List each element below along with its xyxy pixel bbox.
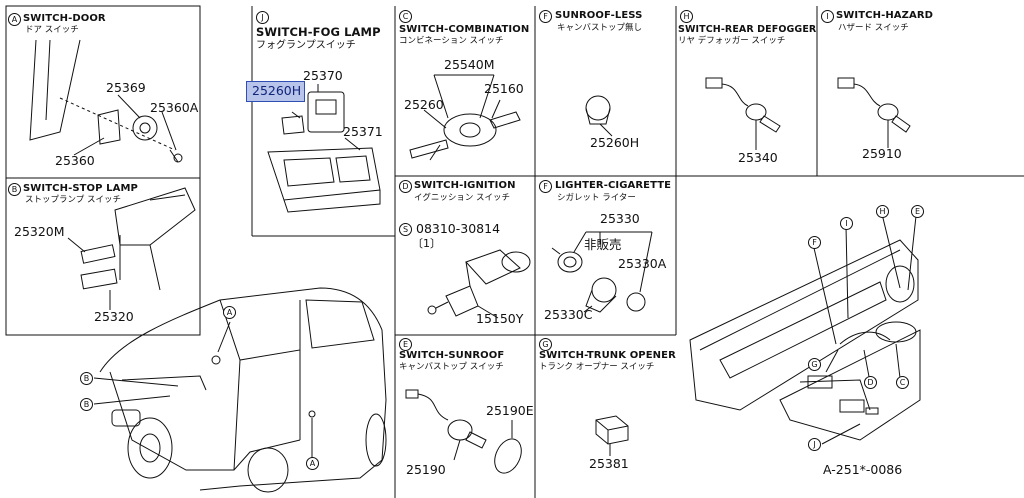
section-f-subtitle: キャンバストップ無し xyxy=(557,23,643,33)
part-number[interactable]: 25370 xyxy=(303,68,343,83)
sunroof-less-cap-drawing xyxy=(585,95,613,137)
section-a-title: SWITCH-DOOR xyxy=(23,13,106,24)
section-h-subtitle: リヤ デフォッガー スイッチ xyxy=(678,36,786,46)
highlighted-part-box[interactable] xyxy=(246,81,305,102)
part-number[interactable]: 25381 xyxy=(589,456,629,471)
part-number[interactable]: 25190E xyxy=(486,403,534,418)
car-outline-drawing xyxy=(93,287,387,493)
section-letter-d: D xyxy=(399,180,412,193)
section-letter-h: H xyxy=(680,10,693,23)
section-letter-b: B xyxy=(8,183,21,196)
highlighted-part-number[interactable]: 25260H xyxy=(252,83,302,98)
dashboard-drawing xyxy=(689,213,921,445)
part-number[interactable]: 25360A xyxy=(150,100,199,115)
trunk-opener-switch-drawing xyxy=(595,415,629,456)
hazard-switch-drawing xyxy=(837,77,911,148)
section-d-subtitle: イグニッション スイッチ xyxy=(414,193,511,203)
part-number[interactable]: 25260 xyxy=(404,97,444,112)
section-d-title: SWITCH-IGNITION xyxy=(414,180,516,191)
ignition-switch-drawing xyxy=(427,249,531,319)
section-letter-c: C xyxy=(399,10,412,23)
bolt-part-number[interactable]: 08310-30814 xyxy=(416,221,501,236)
part-number[interactable]: 25369 xyxy=(106,80,146,95)
part-number[interactable]: 25340 xyxy=(738,150,778,165)
rear-defogger-switch-drawing xyxy=(705,77,781,150)
part-number[interactable]: 15150Y xyxy=(476,311,524,326)
car-callout-b[interactable]: B xyxy=(80,398,93,411)
section-letter-f: F xyxy=(539,180,552,193)
part-number[interactable]: 25320 xyxy=(94,309,134,324)
section-j-title: SWITCH-FOG LAMP xyxy=(256,25,381,39)
part-number[interactable]: 25371 xyxy=(343,124,383,139)
dash-callout-e[interactable]: E xyxy=(911,205,924,218)
dash-callout-j[interactable]: J xyxy=(808,438,821,451)
car-callout-b[interactable]: B xyxy=(80,372,93,385)
part-number[interactable]: 25190 xyxy=(406,462,446,477)
section-letter-j: J xyxy=(256,11,269,24)
part-number[interactable]: 25360 xyxy=(55,153,95,168)
not-for-sale-label: 非販売 xyxy=(584,237,622,252)
dash-callout-i[interactable]: I xyxy=(840,217,853,230)
section-c-title: SWITCH-COMBINATION xyxy=(399,24,530,35)
part-number[interactable]: 25160 xyxy=(484,81,524,96)
section-b-border xyxy=(5,177,201,336)
dash-callout-f[interactable]: F xyxy=(808,236,821,249)
section-letter-e: E xyxy=(399,338,412,351)
part-number[interactable]: 25540M xyxy=(444,57,495,72)
section-g-subtitle: トランク オープナー スイッチ xyxy=(539,362,655,372)
part-number[interactable]: 25330C xyxy=(544,307,593,322)
section-f-lighter-title: LIGHTER-CIGARETTE xyxy=(555,180,672,191)
car-callout-a[interactable]: A xyxy=(306,457,319,470)
section-e-title: SWITCH-SUNROOF xyxy=(399,350,505,361)
dash-callout-c[interactable]: C xyxy=(896,376,909,389)
part-number[interactable]: 25330A xyxy=(618,256,667,271)
stop-lamp-switch-drawing xyxy=(67,187,196,310)
section-letter-a: A xyxy=(8,13,21,26)
cigarette-lighter-drawing xyxy=(551,231,653,313)
section-g-title: SWITCH-TRUNK OPENER xyxy=(539,350,676,361)
section-f-title: SUNROOF-LESS xyxy=(555,10,643,21)
section-h-title: SWITCH-REAR DEFOGGER xyxy=(678,24,817,35)
diagram-reference: A-251*-0086 xyxy=(823,462,903,477)
fog-lamp-switch-drawing xyxy=(267,84,381,213)
dash-callout-d[interactable]: D xyxy=(864,376,877,389)
door-switch-drawing xyxy=(29,39,183,163)
section-letter-g: G xyxy=(539,338,552,351)
dash-callout-g[interactable]: G xyxy=(808,358,821,371)
section-i-title: SWITCH-HAZARD xyxy=(836,10,934,21)
combination-switch-drawing xyxy=(409,74,521,161)
section-letter-i: I xyxy=(821,10,834,23)
section-c-subtitle: コンビネーション スイッチ xyxy=(399,36,504,46)
car-callout-a[interactable]: A xyxy=(223,306,236,319)
part-number[interactable]: 25320M xyxy=(14,224,65,239)
section-a-subtitle: ドア スイッチ xyxy=(25,25,79,35)
part-number[interactable]: 25910 xyxy=(862,146,902,161)
dash-callout-h[interactable]: H xyxy=(876,205,889,218)
section-j-subtitle: フォグランプスイッチ xyxy=(256,40,356,51)
section-i-subtitle: ハザード スイッチ xyxy=(838,23,909,33)
section-b-title: SWITCH-STOP LAMP xyxy=(23,183,138,194)
section-f-lighter-subtitle: シガレット ライター xyxy=(557,193,636,203)
section-letter-f: F xyxy=(539,10,552,23)
bolt-symbol: S xyxy=(399,223,412,236)
section-b-subtitle: ストップランプ スイッチ xyxy=(25,195,121,205)
part-number[interactable]: 25330 xyxy=(600,211,640,226)
bolt-quantity: 〔1〕 xyxy=(412,237,441,250)
part-number[interactable]: 25260H xyxy=(590,135,640,150)
sunroof-switch-drawing xyxy=(405,389,522,474)
section-e-subtitle: キャンバストップ スイッチ xyxy=(399,362,504,372)
